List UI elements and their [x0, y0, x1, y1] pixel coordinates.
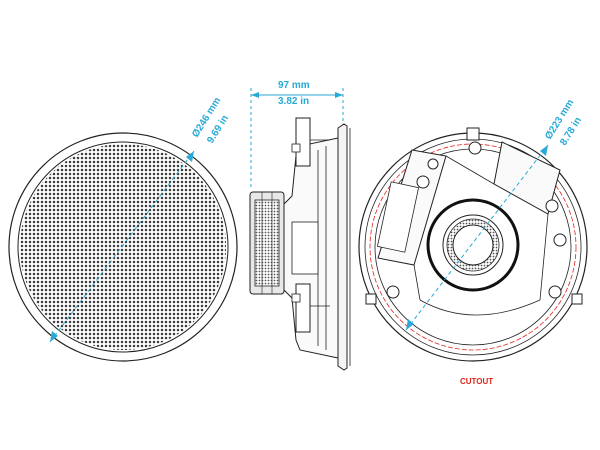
side-arrow-left	[251, 92, 259, 98]
side-view: 97 mm 3.82 in	[249, 80, 351, 371]
back-diameter-line	[405, 144, 549, 331]
front-grille	[20, 144, 226, 350]
back-screw-4	[545, 199, 559, 213]
back-tab-top	[466, 127, 480, 141]
side-terminal-top	[291, 143, 301, 153]
side-depth-mm: 97 mm	[278, 80, 310, 91]
side-terminal-bottom	[291, 293, 301, 303]
back-basket-arc	[419, 299, 541, 316]
side-mid-box	[291, 221, 319, 275]
front-view: Ø246 mm 9.69 in	[8, 95, 238, 362]
back-screw-3	[468, 141, 482, 155]
back-screw-6	[386, 285, 400, 299]
back-strut-2	[413, 264, 421, 301]
back-magnet-core	[452, 224, 494, 266]
side-depth-in: 3.82 in	[278, 96, 309, 107]
side-bracket-bottom	[295, 283, 311, 333]
back-tab-right	[571, 293, 583, 305]
back-screw-7	[548, 285, 562, 299]
front-outer-ring	[8, 132, 238, 362]
back-strut-1	[445, 155, 495, 185]
back-screw-2	[427, 158, 439, 170]
back-clamp-left-slot	[376, 181, 420, 253]
front-diameter-line	[49, 150, 195, 343]
side-bracket-top	[295, 117, 311, 167]
front-arrow-top	[186, 151, 194, 162]
side-front-flange	[337, 123, 348, 371]
back-arrow-bottom	[406, 319, 414, 330]
back-tab-left	[365, 293, 377, 305]
back-view: Ø223 mm 8.78 in CUTOUT	[358, 97, 588, 386]
front-inner-ring	[17, 141, 229, 353]
back-strut-3	[539, 213, 549, 301]
back-arrow-top	[540, 145, 548, 156]
front-arrow-bottom	[50, 331, 58, 342]
side-magnet-cap	[261, 191, 273, 295]
back-screw-1	[416, 175, 430, 189]
side-magnet-foam	[254, 199, 280, 287]
cutout-label: CUTOUT	[460, 377, 493, 386]
side-arrow-right	[335, 92, 343, 98]
back-screw-5	[553, 233, 567, 247]
